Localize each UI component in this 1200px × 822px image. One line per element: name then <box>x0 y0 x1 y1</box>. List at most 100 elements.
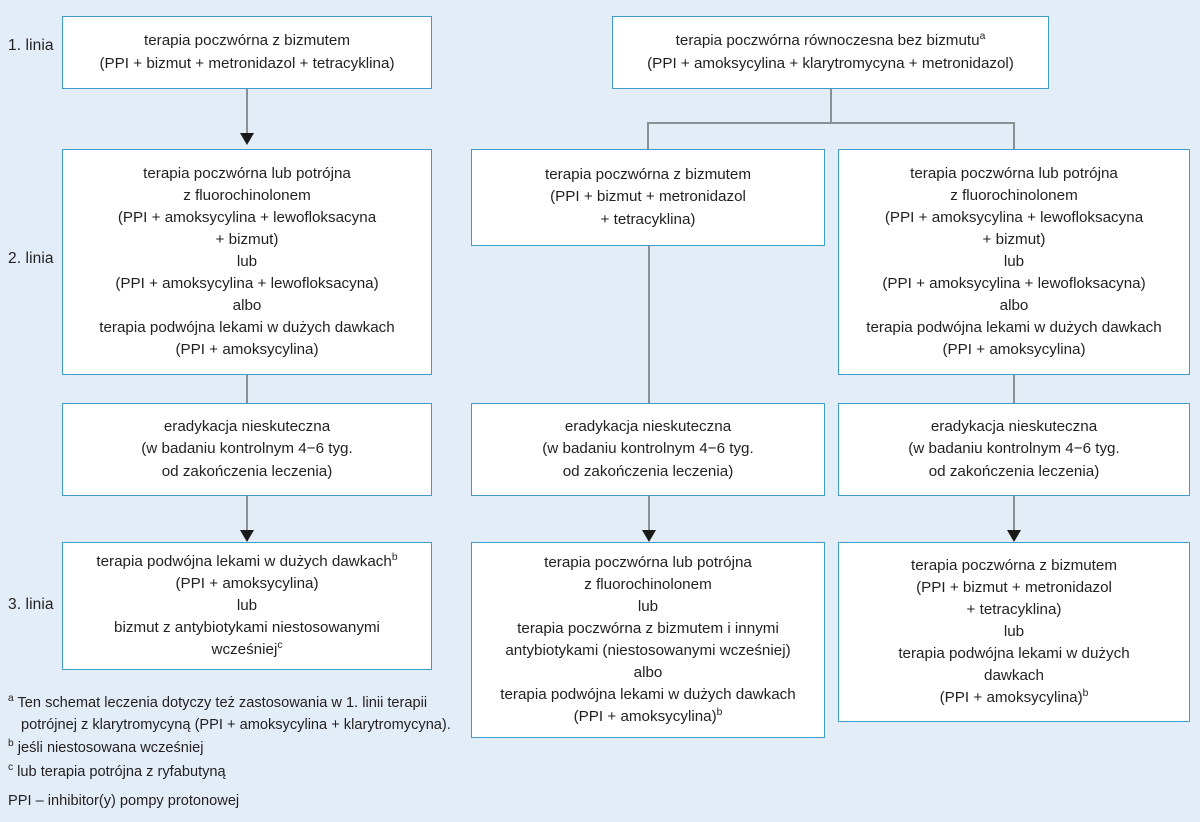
node-line: wcześniejc <box>211 639 283 659</box>
connector-r3c2-to-r4c2 <box>648 496 650 532</box>
node-line: terapia poczwórna z bizmutem <box>545 166 751 184</box>
node-line: (PPI + amoksycylina + lewofloksacyna <box>884 208 1144 226</box>
node-text: terapia poczwórna lub potrójna z fluoroc… <box>480 552 816 728</box>
node-line: eradykacja nieskuteczna <box>930 418 1098 436</box>
node-line2-col1-fluoroquinolone[interactable]: terapia poczwórna lub potrójna z fluoroc… <box>62 149 432 375</box>
connector-r1c3-split-bar <box>647 122 1014 124</box>
connector-split-to-r2c2 <box>647 122 649 149</box>
node-line: (PPI + amoksycylina) <box>175 341 319 359</box>
node-line: eradykacja nieskuteczna <box>163 418 331 436</box>
node-line: od zakończenia leczenia) <box>928 462 1100 480</box>
node-line: eradykacja nieskuteczna <box>564 418 732 436</box>
node-line: terapia podwójna lekami w dużych <box>898 645 1130 663</box>
connector-r1c1-to-r2c1 <box>246 89 248 135</box>
node-text: eradykacja nieskuteczna (w badaniu kontr… <box>71 416 423 482</box>
node-line: terapia podwójna lekami w dużych dawkach <box>500 686 796 704</box>
node-text: terapia poczwórna z bizmutem (PPI + bizm… <box>480 164 816 230</box>
node-text: terapia poczwórna z bizmutem (PPI + bizm… <box>71 30 423 74</box>
node-eradication-failed-col2[interactable]: eradykacja nieskuteczna (w badaniu kontr… <box>471 403 825 496</box>
node-text: terapia poczwórna lub potrójna z fluoroc… <box>847 163 1181 361</box>
arrowhead-r3c2-to-r4c2 <box>642 530 656 542</box>
node-line: + bizmut) <box>982 230 1046 248</box>
node-line: (PPI + amoksycylina + lewofloksacyna) <box>882 275 1146 293</box>
footnote-b-marker: b <box>8 738 14 750</box>
node-line: terapia poczwórna równoczesna bez bizmut… <box>675 31 986 50</box>
node-line1-bismuth-quadruple[interactable]: terapia poczwórna z bizmutem (PPI + bizm… <box>62 16 432 89</box>
node-line: albo <box>232 297 262 315</box>
node-line: lub <box>236 252 258 270</box>
node-line: (PPI + amoksycylina + klarytromycyna + m… <box>647 54 1014 72</box>
connector-r3c3-to-r4c3 <box>1013 496 1015 532</box>
node-line: (PPI + amoksycylina) <box>175 574 319 592</box>
node-line: z fluorochinolonem <box>183 186 311 204</box>
node-text: terapia podwójna lekami w dużych dawkach… <box>71 551 423 661</box>
node-line: z fluorochinolonem <box>584 575 712 593</box>
node-line: (PPI + amoksycylina)b <box>939 688 1089 707</box>
node-line: terapia poczwórna z bizmutem <box>911 556 1117 574</box>
footnote-a-text: Ten schemat leczenia dotyczy też zastoso… <box>17 695 451 734</box>
node-line3-col1-dual-high-dose[interactable]: terapia podwójna lekami w dużych dawkach… <box>62 542 432 670</box>
node-line: terapia poczwórna lub potrójna <box>544 553 752 571</box>
node-line: + tetracyklina) <box>600 210 696 228</box>
node-line: lub <box>236 596 258 614</box>
arrowhead-r3c1-to-r4c1 <box>240 530 254 542</box>
node-text: terapia poczwórna równoczesna bez bizmut… <box>621 30 1040 74</box>
node-line: (w badaniu kontrolnym 4−6 tyg. <box>542 440 754 458</box>
node-line: terapia poczwórna z bizmutem <box>144 32 350 50</box>
node-line: + tetracyklina) <box>966 600 1062 618</box>
node-line: dawkach <box>984 667 1044 685</box>
node-line: (w badaniu kontrolnym 4−6 tyg. <box>141 440 353 458</box>
node-line: albo <box>633 664 663 682</box>
node-line1-concomitant-quadruple[interactable]: terapia poczwórna równoczesna bez bizmut… <box>612 16 1049 89</box>
node-line: (PPI + amoksycylina + lewofloksacyna) <box>115 275 379 293</box>
connector-split-to-r2c3 <box>1013 122 1015 149</box>
node-line: + bizmut) <box>215 230 279 248</box>
connector-r2c1-to-r3c1 <box>246 375 248 403</box>
node-line: (PPI + amoksycylina + lewofloksacyna <box>117 208 377 226</box>
node-line: (PPI + amoksycylina)b <box>573 707 723 726</box>
arrowhead-r3c3-to-r4c3 <box>1007 530 1021 542</box>
connector-r2c2-to-r3c2 <box>648 246 650 403</box>
footnote-c-marker: c <box>8 761 14 773</box>
node-text: terapia poczwórna z bizmutem (PPI + bizm… <box>847 555 1181 709</box>
node-eradication-failed-col3[interactable]: eradykacja nieskuteczna (w badaniu kontr… <box>838 403 1190 496</box>
node-text: eradykacja nieskuteczna (w badaniu kontr… <box>480 416 816 482</box>
row-label-line-3: 3. linia <box>8 596 54 613</box>
node-line: (PPI + bizmut + metronidazol <box>550 188 746 206</box>
node-line: terapia podwójna lekami w dużych dawkach… <box>96 551 398 570</box>
footnote-c: c lub terapia potrójna z ryfabutyną <box>8 761 478 783</box>
node-line3-col3-bismuth-quadruple[interactable]: terapia poczwórna z bizmutem (PPI + bizm… <box>838 542 1190 722</box>
footnotes: a Ten schemat leczenia dotyczy też zasto… <box>8 692 478 813</box>
node-eradication-failed-col1[interactable]: eradykacja nieskuteczna (w badaniu kontr… <box>62 403 432 496</box>
node-line: (w badaniu kontrolnym 4−6 tyg. <box>908 440 1120 458</box>
footnote-c-text: lub terapia potrójna z ryfabutyną <box>17 763 226 780</box>
node-line: (PPI + amoksycylina) <box>942 341 1086 359</box>
node-line: terapia poczwórna z bizmutem i innymi <box>517 619 779 637</box>
node-line: lub <box>637 597 659 615</box>
node-line: bizmut z antybiotykami niestosowanymi <box>114 619 380 637</box>
footnote-a: a Ten schemat leczenia dotyczy też zasto… <box>8 692 478 736</box>
node-line: z fluorochinolonem <box>950 186 1078 204</box>
node-line: od zakończenia leczenia) <box>161 462 333 480</box>
connector-r2c3-to-r3c3 <box>1013 375 1015 403</box>
node-line: antybiotykami (niestosowanymi wcześniej) <box>505 642 791 659</box>
row-label-line-2: 2. linia <box>8 250 54 267</box>
node-line3-col2-fluoroquinolone[interactable]: terapia poczwórna lub potrójna z fluoroc… <box>471 542 825 738</box>
node-line: (PPI + bizmut + metronidazol <box>916 578 1112 596</box>
footnote-abbreviation: PPI – inhibitor(y) pompy protonowej <box>8 792 240 809</box>
node-text: eradykacja nieskuteczna (w badaniu kontr… <box>847 416 1181 482</box>
node-line: terapia podwójna lekami w dużych dawkach <box>866 319 1162 337</box>
node-line2-col3-fluoroquinolone[interactable]: terapia poczwórna lub potrójna z fluoroc… <box>838 149 1190 375</box>
row-label-line-1: 1. linia <box>8 37 54 54</box>
node-line: lub <box>1003 622 1025 640</box>
node-line: lub <box>1003 252 1025 270</box>
node-line: albo <box>999 297 1029 315</box>
footnote-b: b jeśli niestosowana wcześniej <box>8 737 478 759</box>
node-text: terapia poczwórna lub potrójna z fluoroc… <box>71 163 423 361</box>
connector-r3c1-to-r4c1 <box>246 496 248 532</box>
node-line: (PPI + bizmut + metronidazol + tetracykl… <box>99 54 395 72</box>
node-line2-col2-bismuth-quadruple[interactable]: terapia poczwórna z bizmutem (PPI + bizm… <box>471 149 825 246</box>
arrowhead-r1c1-to-r2c1 <box>240 133 254 145</box>
connector-r1c3-stem <box>830 89 832 123</box>
